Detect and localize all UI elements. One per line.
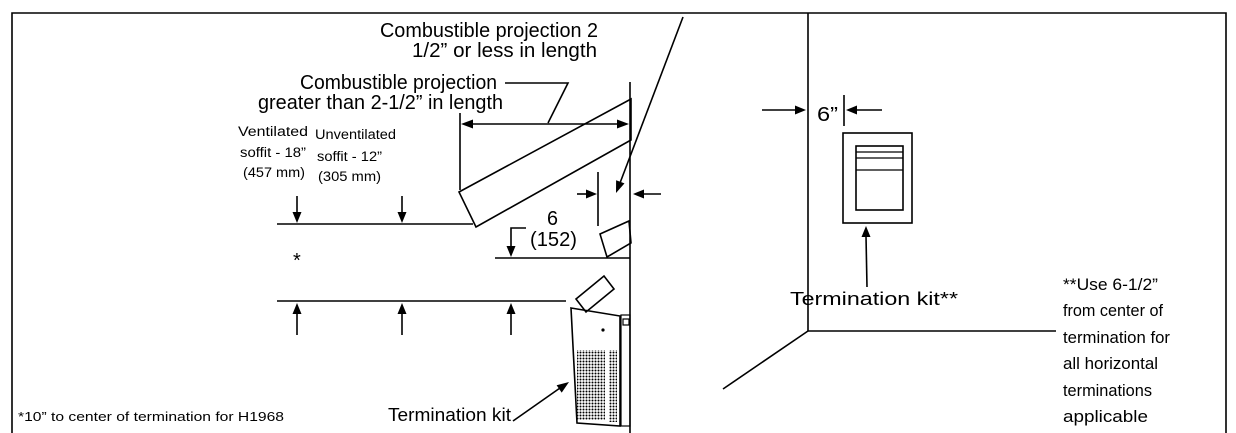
up-arrow-1 — [292, 303, 302, 335]
arrowhead-up — [397, 303, 407, 314]
arrowhead-down — [506, 246, 516, 257]
leader-line — [619, 16, 684, 184]
note-line-3: termination for — [1063, 328, 1170, 347]
small-projection-leader — [616, 16, 684, 193]
front-termination-kit-leader — [861, 226, 871, 288]
vertical-clearance-dimension — [495, 227, 630, 259]
arrowhead-right — [586, 189, 597, 199]
arrowhead — [556, 382, 569, 393]
terminal-screw — [601, 328, 605, 332]
small-projection-dimension — [577, 172, 661, 226]
terminal-bracket — [622, 318, 630, 326]
arrowhead-up — [506, 303, 516, 314]
small-projection-label-line-1: Combustible projection 2 — [380, 20, 598, 42]
note-line-1: **Use 6-1/2” — [1063, 275, 1158, 294]
footnote: *10” to center of termination for H1968 — [18, 410, 284, 424]
unventilated-down-arrow — [397, 196, 407, 223]
arrowhead-left — [633, 189, 644, 199]
unventilated-soffit-label-line-1: Unventilated — [315, 127, 396, 142]
small-projection-label-line-2: 1/2” or less in length — [412, 40, 597, 62]
terminal-grille — [577, 350, 605, 420]
terminal-vent-panel — [855, 145, 904, 211]
ventilated-soffit-label-line-1: Ventilated — [238, 124, 308, 139]
side-view: Combustible projection 2 1/2” or less in… — [18, 16, 684, 433]
front-termination-kit-label: Termination kit** — [790, 289, 958, 309]
side-clearance-dimension — [762, 95, 882, 126]
figure-frame — [11, 12, 1227, 433]
large-projection-label-line-2: greater than 2-1/2” in length — [258, 92, 503, 114]
clearance-label-metric: (152) — [530, 229, 577, 251]
arrowhead-down — [292, 212, 302, 223]
arrowhead-right — [617, 119, 629, 129]
ventilated-soffit-label-line-2: soffit - 18” — [240, 145, 306, 160]
arrowhead-up — [861, 226, 871, 237]
asterisk-mark: * — [293, 250, 301, 272]
arrowhead-left — [846, 105, 857, 115]
front-view: 6” Termination kit** **Use 6-1/2” from c… — [722, 13, 1170, 426]
small-projection-board — [599, 219, 632, 259]
terminal-body — [570, 307, 621, 427]
leader-line — [865, 235, 868, 288]
clearance-label-value: 6 — [547, 208, 558, 230]
termination-kit-leader — [512, 382, 569, 422]
note-line-5: terminations — [1063, 381, 1152, 400]
termination-kit-front-view — [842, 132, 913, 224]
bracket-line — [510, 227, 526, 248]
up-arrow-3 — [506, 303, 516, 335]
terminal-mounting-plate — [620, 314, 631, 427]
large-projection-label-line-1: Combustible projection — [300, 72, 497, 94]
arrowhead-left — [461, 119, 473, 129]
up-arrow-2 — [397, 303, 407, 335]
arrowhead-right — [795, 105, 806, 115]
unventilated-soffit-label-line-3: (305 mm) — [318, 169, 381, 184]
terminal-grille-strip — [609, 350, 617, 422]
termination-kit-side-view — [570, 274, 631, 427]
floor-diagonal-line — [722, 330, 809, 390]
large-projection-leader — [505, 82, 570, 124]
ventilated-down-arrow — [292, 196, 302, 223]
side-clearance-label: 6” — [817, 104, 838, 126]
arrowhead — [616, 180, 625, 193]
termination-kit-label: Termination kit — [388, 405, 511, 425]
arrowhead-up — [292, 303, 302, 314]
unventilated-soffit-label-line-2: soffit - 12” — [317, 149, 382, 164]
note-line-4: all horizontal — [1063, 354, 1158, 373]
projection-length-dimension — [459, 113, 629, 190]
arrowhead-down — [397, 212, 407, 223]
large-projection-board — [457, 97, 632, 229]
terminal-hood — [574, 274, 616, 314]
note-line-2: from center of — [1063, 301, 1163, 320]
terminal-outer-frame — [842, 132, 913, 224]
note-line-6: applicable — [1063, 407, 1148, 426]
ventilated-soffit-label-line-3: (457 mm) — [243, 165, 305, 180]
leader-line — [512, 387, 561, 422]
